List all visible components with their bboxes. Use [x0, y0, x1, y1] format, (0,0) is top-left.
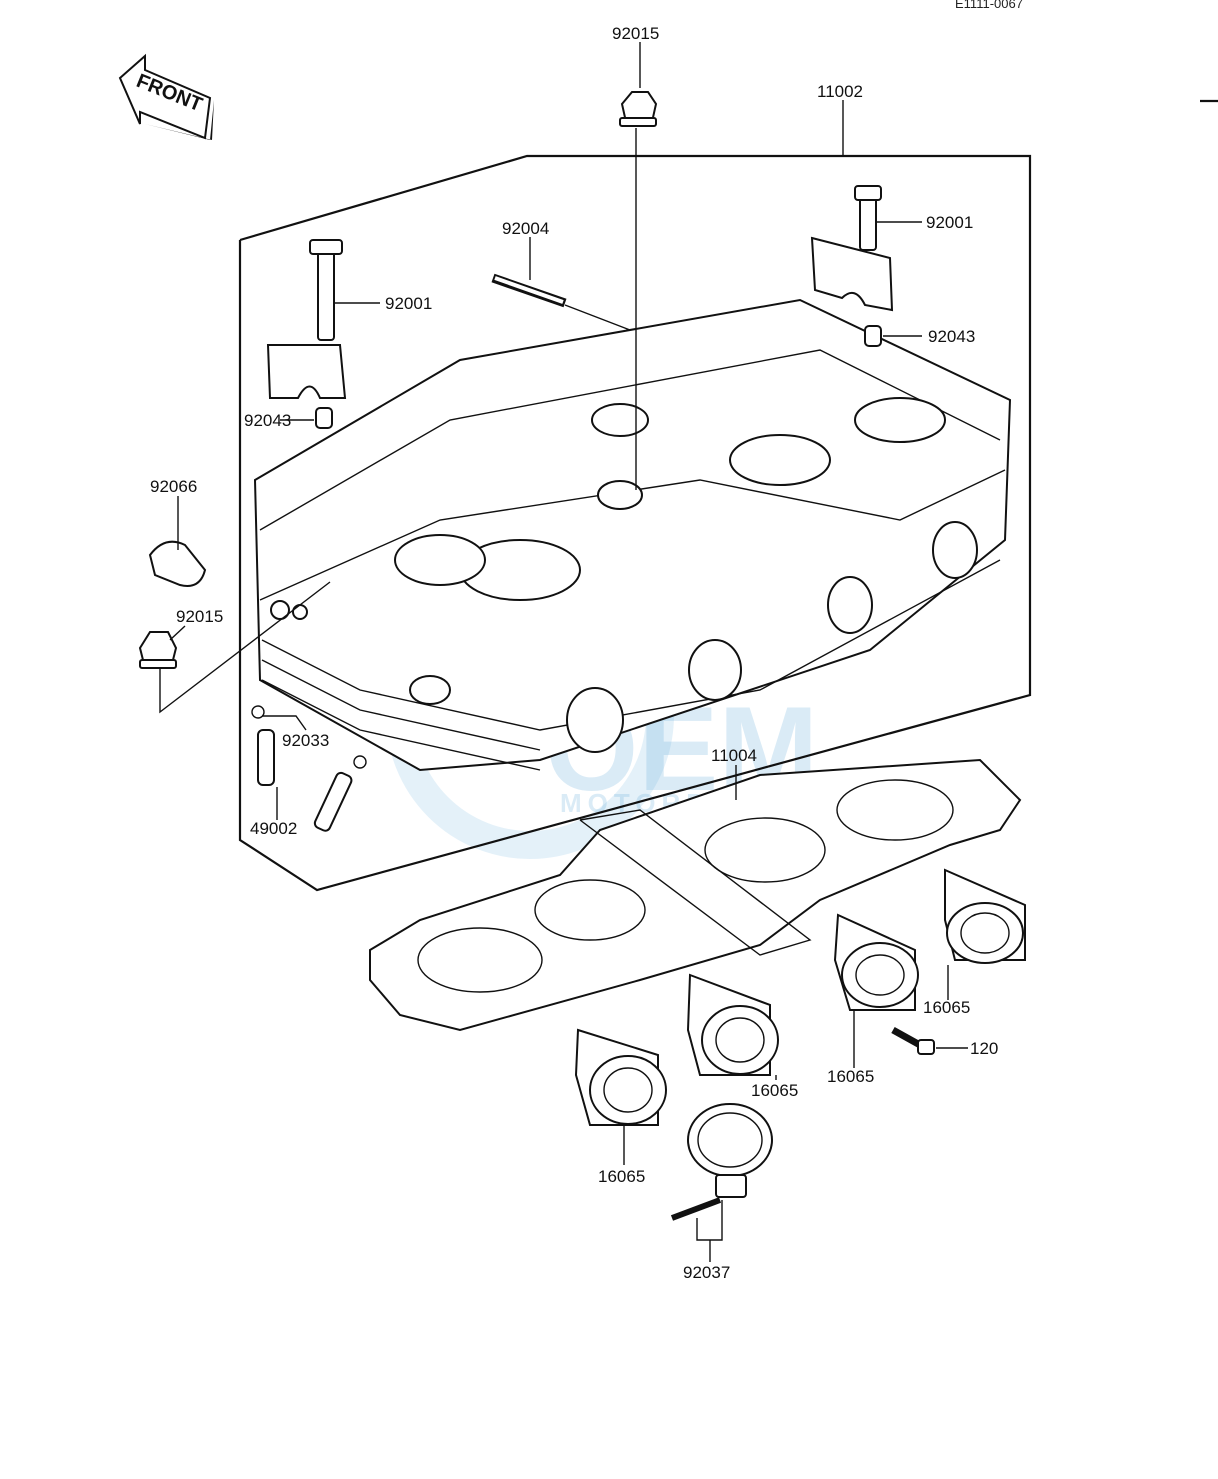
callout-16065-d: 16065	[923, 998, 970, 1017]
clamp-92037-icon	[670, 1103, 773, 1221]
callout-92001-right: 92001	[926, 213, 973, 232]
callout-120: 120	[970, 1039, 998, 1058]
callout-16065-b: 16065	[751, 1081, 798, 1100]
callout-49002: 49002	[250, 819, 297, 838]
cam-cap-right	[810, 185, 894, 347]
callout-92043-right: 92043	[928, 327, 975, 346]
callout-92066: 92066	[150, 477, 197, 496]
screw-120-icon	[891, 1026, 935, 1055]
diagram-code: E1111-0067	[955, 0, 1023, 11]
cam-cap-left	[266, 239, 347, 429]
callout-11002: 11002	[817, 82, 863, 101]
intake-holder-a-icon	[574, 1028, 667, 1126]
cap-nut-left-icon	[138, 631, 178, 669]
callout-92033: 92033	[282, 731, 329, 750]
cap-nut-top-icon	[619, 91, 658, 127]
assembly-outline	[238, 154, 1032, 892]
head-gasket-illustration	[369, 758, 1022, 1032]
cylinder-head-illustration	[253, 298, 1012, 772]
callout-92015-left: 92015	[176, 607, 223, 626]
intake-holder-d-icon	[944, 868, 1026, 964]
callout-92001-left: 92001	[385, 294, 432, 313]
stud-92004	[491, 273, 567, 308]
callout-92043-left: 92043	[244, 411, 291, 430]
cover-92066-icon	[148, 540, 207, 587]
callout-92015-top: 92015	[612, 24, 659, 43]
callout-11004: 11004	[711, 746, 757, 765]
intake-holder-b-icon	[686, 973, 779, 1076]
callout-16065-a: 16065	[598, 1167, 645, 1186]
callout-92004: 92004	[502, 219, 549, 238]
valve-guides-icon	[251, 705, 367, 832]
leader-lines	[159, 42, 968, 1262]
front-arrow-icon: FRONT	[118, 53, 214, 140]
intake-holder-c-icon	[833, 913, 919, 1011]
callout-16065-c: 16065	[827, 1067, 874, 1086]
callout-92037: 92037	[683, 1263, 730, 1282]
